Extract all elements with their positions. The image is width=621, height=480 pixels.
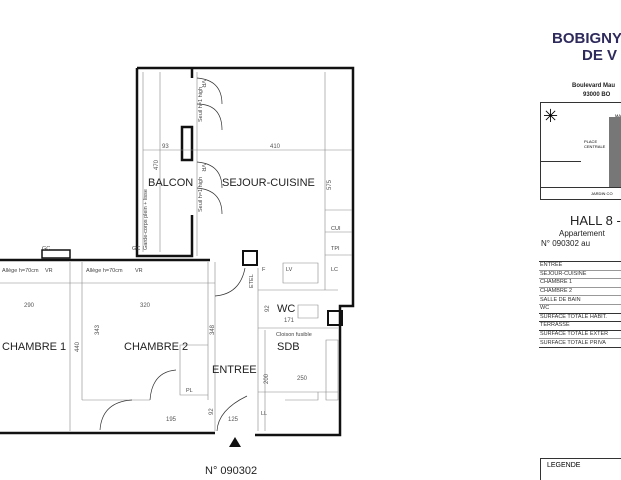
equipment-label: Seuil h=1 high	[198, 177, 204, 212]
map-label: MA	[615, 113, 621, 118]
equipment-label: Seuil h=1 high	[198, 87, 204, 122]
site-map: ✳ PLACE CENTRALE MA JARDIN CO	[540, 102, 621, 200]
map-label: PLACE CENTRALE	[584, 139, 606, 149]
room-label-sdb: SDB	[277, 341, 300, 353]
equipment-label: VR	[200, 80, 206, 88]
dimension: 290	[24, 303, 35, 309]
surface-row-label: SURFACE TOTALE HABIT.	[539, 313, 621, 323]
dimension: 343	[95, 324, 101, 335]
dimension: 320	[140, 303, 151, 309]
surface-row-label: TERRASSE	[539, 321, 621, 331]
dimension: 195	[166, 417, 177, 423]
surface-row-label: CHAMBRE 1	[539, 278, 621, 288]
dimension: 125	[228, 417, 239, 423]
surface-row: WC	[539, 304, 621, 314]
entrance-arrow-icon	[229, 437, 241, 447]
equipment-label: VR	[200, 164, 206, 172]
equipment-label: Allège h=70cm	[86, 268, 123, 274]
surface-row-label: CHAMBRE 2	[539, 287, 621, 297]
equipment-label: Cloison fusible	[276, 332, 312, 338]
surface-row-label: ENTREE	[539, 261, 621, 271]
address-line2: 93000 BO	[583, 92, 611, 98]
compass-rose-icon: ✳	[543, 106, 559, 126]
building-block	[609, 117, 621, 187]
dimension: 200	[264, 373, 270, 384]
balcony-wall	[180, 68, 194, 162]
surface-row: CHAMBRE 1	[539, 278, 621, 288]
surface-row: SURFACE TOTALE PRIVA	[539, 338, 621, 348]
dimension: 348	[210, 324, 216, 335]
dimension: 93	[162, 144, 169, 150]
outer-wall	[0, 66, 355, 437]
surface-row-label: SALLE DE BAIN	[539, 295, 621, 305]
dimension: 410	[270, 144, 281, 150]
room-label-balcon: BALCON	[148, 177, 193, 189]
surface-row: TERRASSE	[539, 321, 621, 331]
room-label-wc: WC	[277, 303, 295, 315]
pillar	[242, 250, 258, 266]
room-label-chambre2: CHAMBRE 2	[124, 341, 188, 353]
surface-row: SURFACE TOTALE EXTER	[539, 330, 621, 340]
equipment-label: LC	[331, 267, 338, 273]
surface-row-label: SEJOUR-CUISINE	[539, 270, 621, 280]
dimension: 440	[75, 341, 81, 352]
project-title: BOBIGNY	[552, 30, 621, 47]
room-label-entree: ENTREE	[212, 364, 257, 376]
equipment-label: TPI	[331, 246, 340, 252]
equipment-label: F	[262, 267, 266, 273]
equipment-label: Garde-corps plein + lisse	[143, 189, 149, 250]
entrance-number: N° 090302	[205, 465, 257, 477]
equipment-label: LV	[286, 267, 293, 273]
pillar	[327, 310, 343, 326]
equipment-label: ETEL	[249, 274, 255, 288]
address-line1: Boulevard Mau	[572, 83, 616, 89]
map-label: JARDIN CO	[591, 191, 613, 196]
dimension: 250	[297, 376, 308, 382]
map-line	[541, 161, 581, 162]
surface-row-label: SURFACE TOTALE PRIVA	[539, 338, 621, 348]
dimension: 92	[265, 305, 271, 312]
hall-title: HALL 8 -	[570, 213, 621, 228]
legend-title: LEGENDE	[547, 462, 581, 469]
partitions	[0, 72, 352, 431]
room-label-chambre1: CHAMBRE 1	[2, 341, 66, 353]
surface-row-label: WC	[539, 304, 621, 314]
room-label-sejour: SEJOUR-CUISINE	[222, 177, 315, 189]
map-line	[541, 187, 621, 188]
surface-row: SEJOUR-CUISINE	[539, 270, 621, 280]
equipment-label: CUI	[331, 226, 341, 232]
equipment-label: VR	[45, 268, 53, 274]
equipment-label: PL	[186, 388, 193, 394]
dimension: 92	[209, 408, 215, 415]
equipment-label: GC	[132, 246, 140, 252]
surface-row-label: SURFACE TOTALE EXTER	[539, 330, 621, 340]
surface-row: SALLE DE BAIN	[539, 295, 621, 305]
equipment-label: LL	[261, 411, 267, 417]
dimension: 470	[154, 159, 160, 170]
info-panel: BOBIGNY DE V Boulevard Mau 93000 BO ✳ PL…	[520, 0, 621, 480]
dimension: 171	[284, 318, 295, 324]
equipment-label: Allège h=70cm	[2, 268, 39, 274]
surface-row: ENTREE	[539, 261, 621, 271]
pillar	[41, 249, 71, 259]
legend-box: LEGENDE	[540, 458, 621, 480]
dimension: 575	[327, 179, 333, 190]
surface-row: SURFACE TOTALE HABIT.	[539, 313, 621, 323]
equipment-label: VR	[135, 268, 143, 274]
equipment-label: GC	[42, 246, 50, 252]
apartment-number: N° 090302 au	[541, 239, 591, 248]
surface-row: CHAMBRE 2	[539, 287, 621, 297]
apartment-label: Appartement	[559, 229, 605, 238]
project-title-line2: DE V	[582, 47, 618, 64]
door-swing	[99, 77, 248, 432]
